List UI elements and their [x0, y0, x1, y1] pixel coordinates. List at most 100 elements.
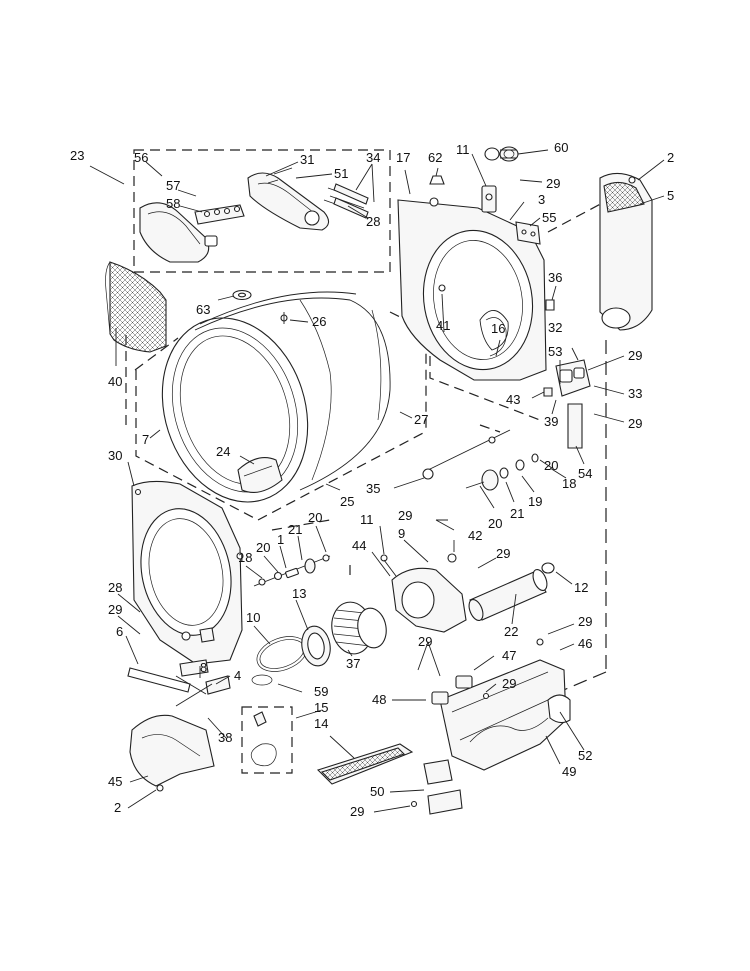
- callout-29: 29: [546, 176, 560, 191]
- callout-20: 20: [488, 516, 502, 531]
- idler-pulley-hardware: [253, 554, 331, 587]
- callout-46: 46: [578, 636, 592, 651]
- callout-19: 19: [528, 494, 542, 509]
- callout-51: 51: [334, 166, 348, 181]
- callout-12: 12: [574, 580, 588, 595]
- lint-screen: [105, 261, 167, 353]
- callout-43: 43: [506, 392, 520, 407]
- callout-11: 11: [360, 512, 374, 527]
- callout-29: 29: [398, 508, 412, 523]
- heater-bracket-assembly: [543, 359, 591, 449]
- callout-38: 38: [218, 730, 232, 745]
- callout-29: 29: [108, 602, 122, 617]
- blower-wheel: [331, 601, 387, 655]
- callout-35: 35: [366, 481, 380, 496]
- callout-63: 63: [196, 302, 210, 317]
- callout-60: 60: [554, 140, 568, 155]
- callout-16: 16: [491, 321, 505, 336]
- callout-29: 29: [418, 634, 432, 649]
- callout-29: 29: [502, 676, 516, 691]
- callout-15: 15: [314, 700, 328, 715]
- callout-40: 40: [108, 374, 122, 389]
- callout-47: 47: [502, 648, 516, 663]
- callout-2: 2: [114, 800, 121, 815]
- callout-numbers: 23 56 57 58 31 51 34 28 17 62 11 60 2 5 …: [70, 140, 674, 819]
- rear-axle-hardware: [422, 429, 539, 491]
- callout-6: 6: [116, 624, 123, 639]
- callout-50: 50: [370, 784, 384, 799]
- callout-48: 48: [372, 692, 386, 707]
- callout-20: 20: [308, 510, 322, 525]
- front-seal-and-brackets: [127, 659, 231, 695]
- belt-and-burner: [250, 711, 414, 785]
- rear-hardware: [429, 146, 555, 311]
- callout-28: 28: [108, 580, 122, 595]
- callout-58: 58: [166, 196, 180, 211]
- callout-53: 53: [548, 344, 562, 359]
- callout-11: 11: [456, 142, 470, 157]
- front-bearing-assembly: [139, 202, 245, 263]
- callout-29: 29: [628, 416, 642, 431]
- callout-18: 18: [238, 550, 252, 565]
- callout-57: 57: [166, 178, 180, 193]
- callout-18: 18: [562, 476, 576, 491]
- callout-62: 62: [428, 150, 442, 165]
- callout-21: 21: [288, 522, 302, 537]
- callout-49: 49: [562, 764, 576, 779]
- callout-36: 36: [548, 270, 562, 285]
- callout-55: 55: [542, 210, 556, 225]
- callout-42: 42: [468, 528, 482, 543]
- callout-45: 45: [108, 774, 122, 789]
- callout-9: 9: [398, 526, 405, 541]
- callout-33: 33: [628, 386, 642, 401]
- callout-3: 3: [538, 192, 545, 207]
- callout-30: 30: [108, 448, 122, 463]
- callout-56: 56: [134, 150, 148, 165]
- callout-29: 29: [350, 804, 364, 819]
- callout-25: 25: [340, 494, 354, 509]
- blower-housing: [380, 553, 467, 633]
- callout-21: 21: [510, 506, 524, 521]
- callout-20: 20: [256, 540, 270, 555]
- callout-28: 28: [366, 214, 380, 229]
- callout-8: 8: [200, 660, 207, 675]
- callout-41: 41: [436, 318, 450, 333]
- callout-37: 37: [346, 656, 360, 671]
- callout-52: 52: [578, 748, 592, 763]
- front-bulkhead: [131, 480, 244, 665]
- callout-20: 20: [544, 458, 558, 473]
- callout-29: 29: [496, 546, 510, 561]
- callout-32: 32: [548, 320, 562, 335]
- front-lint-duct: [129, 683, 215, 792]
- leader-lines: [89, 149, 665, 813]
- callout-13: 13: [292, 586, 306, 601]
- callout-31: 31: [300, 152, 314, 167]
- callout-39: 39: [544, 414, 558, 429]
- callout-29: 29: [578, 614, 592, 629]
- thermal-fuse-hardware: [431, 675, 490, 705]
- drive-motor: [468, 562, 555, 621]
- callout-1: 1: [277, 532, 284, 547]
- callout-26: 26: [312, 314, 326, 329]
- callout-14: 14: [314, 716, 328, 731]
- rear-duct-cover: [599, 172, 653, 331]
- callout-24: 24: [216, 444, 230, 459]
- callout-59: 59: [314, 684, 328, 699]
- callout-10: 10: [246, 610, 260, 625]
- callout-29: 29: [628, 348, 642, 363]
- callout-22: 22: [504, 624, 518, 639]
- igniter-bracket: [410, 759, 463, 815]
- callout-34: 34: [366, 150, 380, 165]
- rear-bulkhead: [397, 197, 547, 381]
- callout-2: 2: [667, 150, 674, 165]
- callout-44: 44: [352, 538, 366, 553]
- blower-seal-ring: [301, 625, 331, 667]
- callout-27: 27: [414, 412, 428, 427]
- callout-54: 54: [578, 466, 592, 481]
- dryer-drum: [161, 291, 391, 503]
- callout-17: 17: [396, 150, 410, 165]
- drum-axle-washer: [232, 289, 252, 301]
- callout-7: 7: [142, 432, 149, 447]
- callout-5: 5: [667, 188, 674, 203]
